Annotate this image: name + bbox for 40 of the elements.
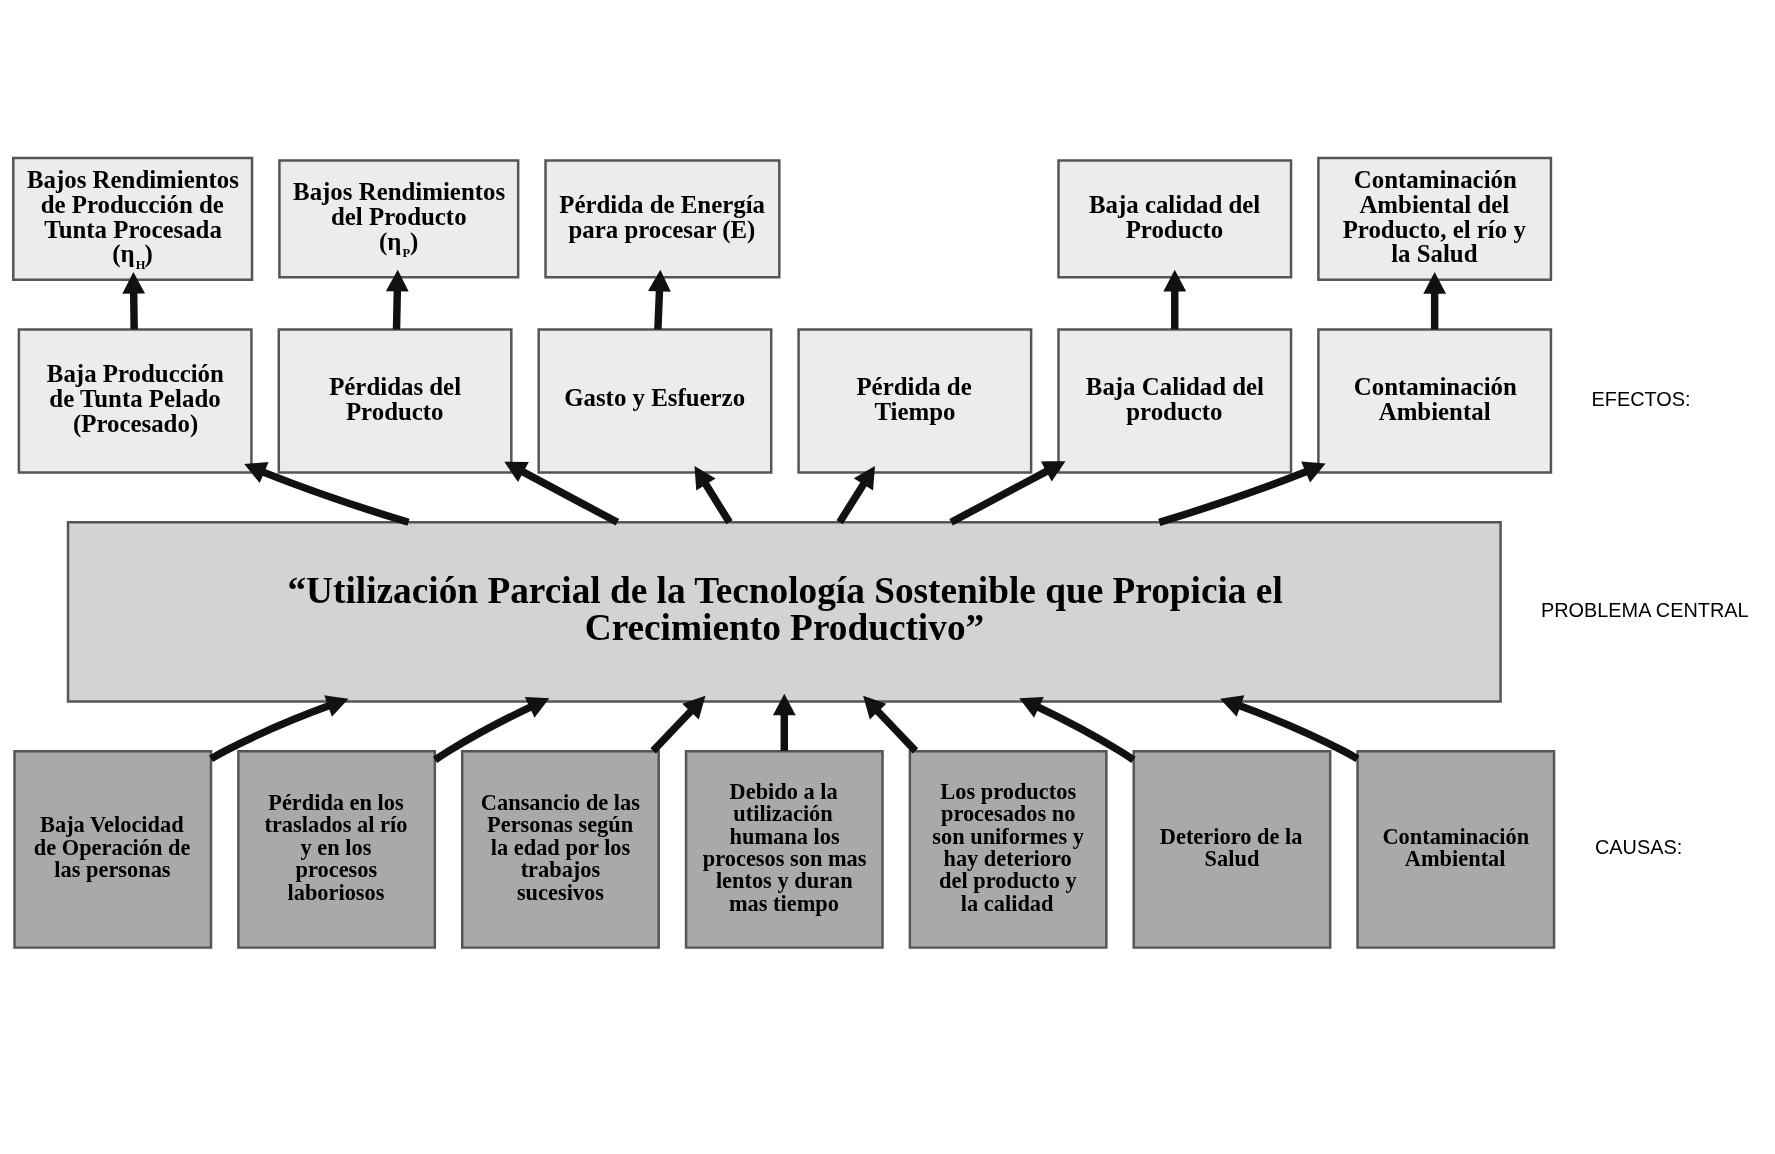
node-box: “Utilización Parcial de la Tecnología Sostenible que Propicia el Crecimiento Productivo” bbox=[66, 521, 1502, 703]
node-box: Pérdida de Energía para procesar (E) bbox=[544, 159, 781, 279]
arrow bbox=[1163, 269, 1187, 330]
arrow bbox=[863, 695, 919, 754]
arrow bbox=[772, 693, 796, 751]
label: PROBLEMA CENTRAL bbox=[1541, 598, 1749, 621]
arrow bbox=[1220, 695, 1360, 763]
node-box: Los productos procesados no son uniformes y hay deterioro del producto y la calidad bbox=[908, 749, 1108, 949]
arrow bbox=[385, 269, 409, 330]
node-box: Contaminación Ambiental bbox=[1356, 749, 1556, 949]
label: CAUSAS: bbox=[1594, 836, 1683, 859]
node-box: Baja Calidad del producto bbox=[1057, 328, 1293, 474]
arrow bbox=[1019, 697, 1136, 763]
arrow bbox=[694, 466, 733, 525]
arrow bbox=[1423, 271, 1447, 330]
node-box: Baja calidad del Producto bbox=[1057, 159, 1293, 279]
node-box: Debido a la utilización humana los procesos son mas lentos y duran mas tiempo bbox=[684, 749, 884, 949]
arrow bbox=[650, 695, 706, 754]
node-box: Bajos Rendimientos del Producto (η$_{P}$) bbox=[278, 159, 520, 279]
arrow bbox=[648, 269, 671, 330]
node-box: Pérdidas del Producto bbox=[277, 328, 513, 474]
label: EFECTOS: bbox=[1591, 387, 1691, 410]
arrow bbox=[949, 461, 1066, 526]
arrow bbox=[244, 462, 410, 526]
arrow bbox=[433, 697, 550, 763]
node-box: Cansancio de las Personas según la edad por los trabajos sucesivos bbox=[460, 749, 660, 949]
node-box: Pérdida de Tiempo bbox=[797, 328, 1033, 474]
arrow bbox=[1158, 461, 1326, 526]
node-box: Contaminación Ambiental del Producto, el río y la Salud bbox=[1317, 156, 1553, 282]
node-box: Gasto y Esfuerzo bbox=[537, 328, 773, 474]
node-box: Contaminación Ambiental bbox=[1317, 328, 1553, 474]
node-box: Baja Producción de Tunta Pelado (Procesado) bbox=[17, 328, 253, 474]
node-box: Pérdida en los traslados al río y en los procesos laboriosos bbox=[237, 749, 437, 949]
arrow bbox=[122, 271, 146, 330]
node-box: Baja Velocidad de Operación de las personas bbox=[13, 749, 213, 949]
arrow bbox=[504, 461, 620, 526]
node-box: Bajos Rendimientos de Producción de Tunta Procesada (η$_{H}$) bbox=[12, 156, 254, 282]
arrow bbox=[209, 695, 349, 763]
arrow bbox=[836, 466, 875, 525]
node-box: Deterioro de la Salud bbox=[1132, 749, 1332, 949]
